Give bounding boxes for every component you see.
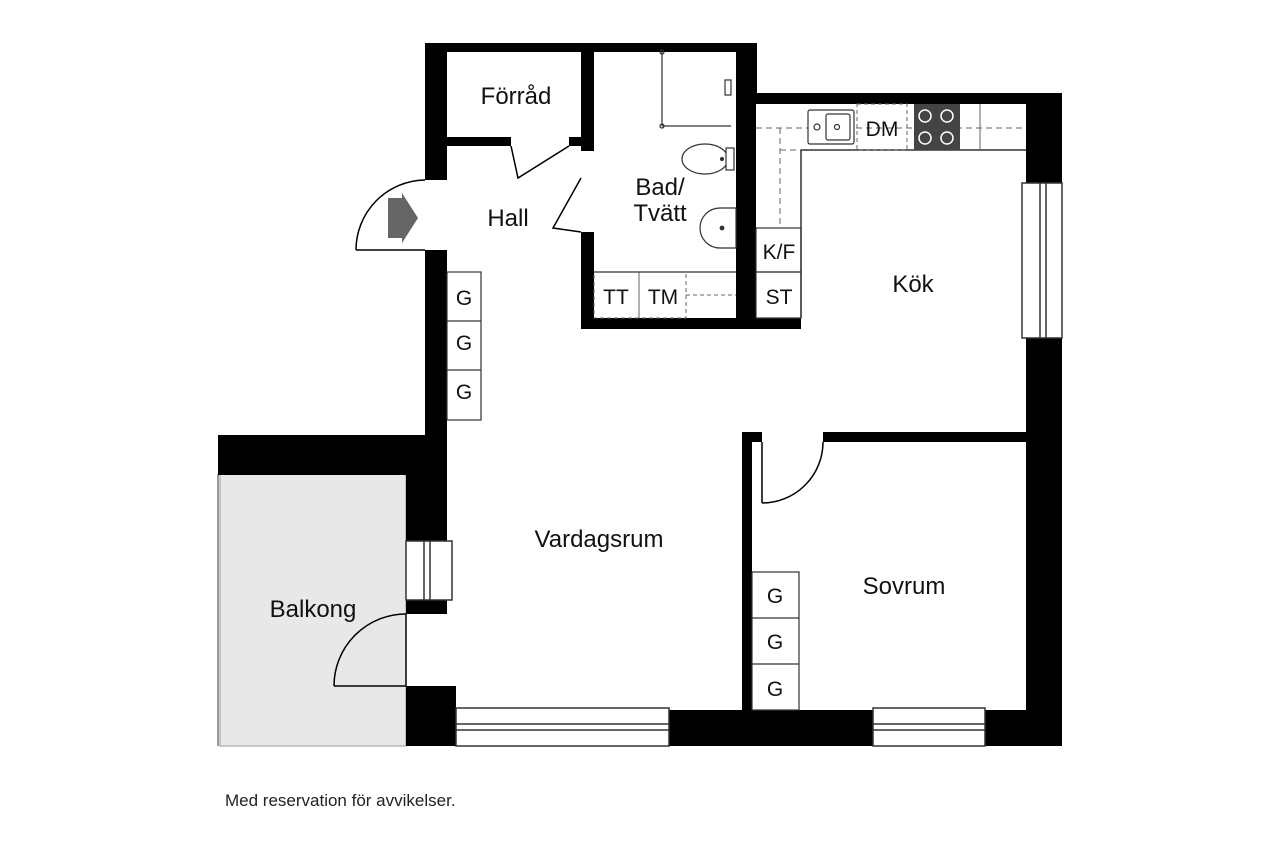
entry-arrow-icon [388, 193, 418, 243]
stove-label: ST [766, 286, 793, 309]
room-label-balkong: Balkong [270, 596, 357, 623]
kitchen-appliances [755, 227, 802, 319]
window-balcony [405, 540, 453, 601]
doors [333, 145, 824, 687]
kitchen-counter [756, 127, 1026, 225]
cooktop-icon [914, 104, 960, 150]
washer-label: TM [648, 286, 678, 309]
wardrobes-bedroom [751, 571, 800, 711]
room-label-bad-line1: Bad/ [635, 174, 685, 201]
toilet-icon [681, 143, 735, 175]
window-bedroom [872, 707, 986, 747]
wardrobe-label: G [456, 381, 472, 404]
sink-icon [807, 109, 855, 145]
wardrobes-hall [446, 271, 482, 421]
room-label-forrad: Förråd [481, 83, 552, 110]
dishwasher-label: DM [866, 118, 899, 141]
washbasin-icon [699, 207, 737, 249]
room-label-bad-line2: Tvätt [633, 200, 687, 227]
room-label-kok: Kök [892, 271, 934, 298]
dryer-label: TT [603, 286, 629, 309]
room-label-sovrum: Sovrum [863, 573, 946, 600]
disclaimer-text: Med reservation för avvikelser. [225, 791, 456, 810]
room-label-hall: Hall [487, 205, 528, 232]
fridge-freezer-label: K/F [763, 241, 796, 264]
window-kitchen [1021, 182, 1063, 339]
windows [405, 182, 1063, 747]
wardrobe-label: G [767, 585, 783, 608]
balcony-floor [219, 473, 407, 747]
wardrobe-label: G [456, 332, 472, 355]
interior-walls [447, 43, 1028, 712]
window-living [455, 707, 670, 747]
dishwasher-box [856, 103, 908, 151]
wardrobe-label: G [456, 287, 472, 310]
wardrobe-label: G [767, 678, 783, 701]
room-label-vardagsrum: Vardagsrum [535, 526, 664, 553]
wardrobe-label: G [767, 631, 783, 654]
shower-icon [659, 49, 732, 129]
